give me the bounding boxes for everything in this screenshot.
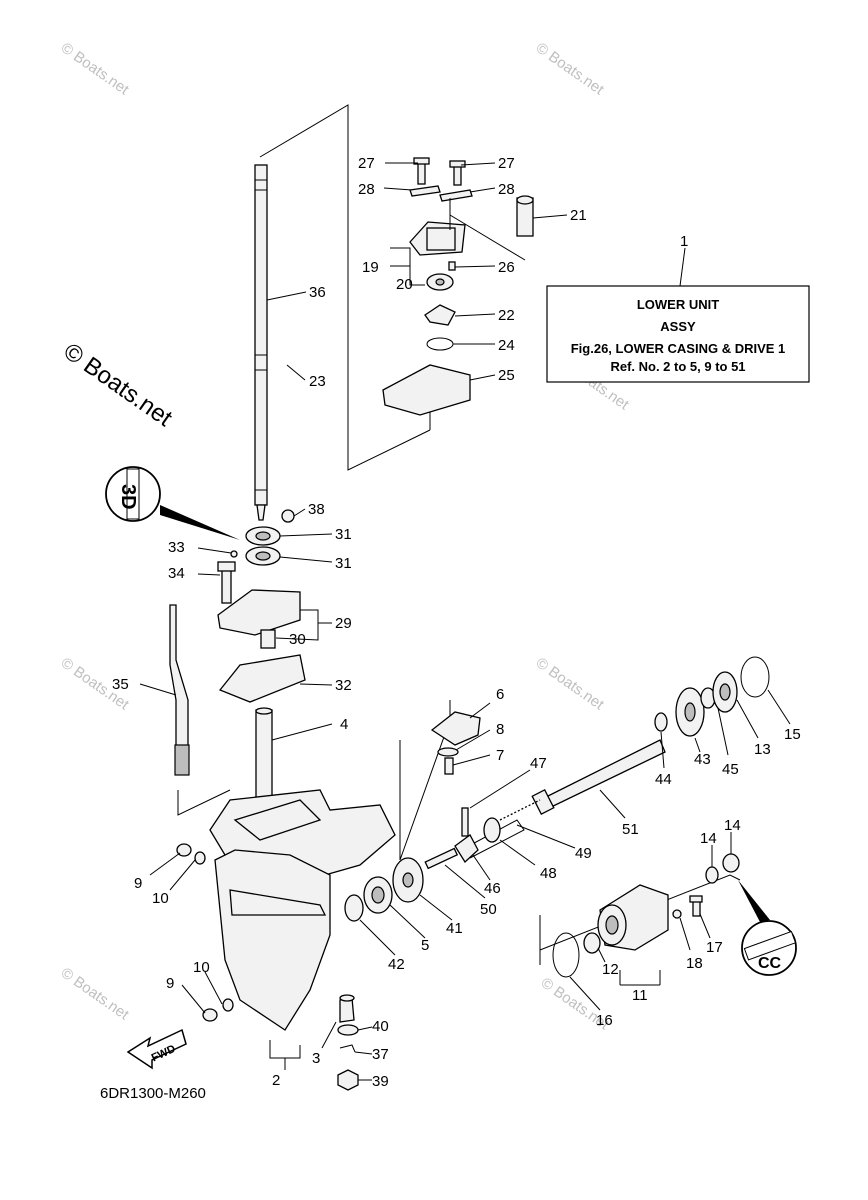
part-label-41: 41 <box>446 920 463 937</box>
part-label-17: 17 <box>706 939 723 956</box>
lower-small-parts <box>176 843 359 1091</box>
part-label-44: 44 <box>655 771 672 788</box>
watermark-6: © Boats.net <box>58 964 133 1023</box>
part-label-7: 7 <box>496 747 504 764</box>
watermark-1: © Boats.net <box>58 39 133 98</box>
part-label-24: 24 <box>498 337 515 354</box>
part-label-35: 35 <box>112 676 129 693</box>
part-label-15: 15 <box>784 726 801 743</box>
part-label-29: 29 <box>335 615 352 632</box>
part-label-47: 47 <box>530 755 547 772</box>
water-pump-parts <box>382 157 534 416</box>
part-label-27a: 27 <box>358 155 375 172</box>
watermark-large: © Boats.net <box>59 338 178 432</box>
callout-b-text: CC <box>758 955 782 972</box>
lower-casing <box>209 789 396 1031</box>
part-label-32: 32 <box>335 677 352 694</box>
part-label-39: 39 <box>372 1073 389 1090</box>
part-label-48: 48 <box>540 865 557 882</box>
part-label-51: 51 <box>622 821 639 838</box>
part-label-42: 42 <box>388 956 405 973</box>
fwd-arrow: FWD <box>126 1028 187 1070</box>
part-label-30: 30 <box>289 631 306 648</box>
part-label-14a: 14 <box>700 830 717 847</box>
part-label-13: 13 <box>754 741 771 758</box>
part-label-28a: 28 <box>358 181 375 198</box>
part-label-19: 19 <box>362 259 379 276</box>
callout-a-text: 3D <box>117 484 139 510</box>
part-label-11: 11 <box>632 987 648 1004</box>
assy-box-line4: Ref. No. 2 to 5, 9 to 51 <box>610 359 745 374</box>
part-label-46: 46 <box>484 880 501 897</box>
leader-lines <box>139 162 791 1081</box>
part-label-25: 25 <box>498 367 515 384</box>
part-label-50: 50 <box>480 901 497 918</box>
part-label-3: 3 <box>312 1050 320 1067</box>
part-label-18: 18 <box>686 955 703 972</box>
part-label-38: 38 <box>308 501 325 518</box>
part-label-34: 34 <box>168 565 185 582</box>
pump-group-frame <box>259 104 431 471</box>
part-label-22: 22 <box>498 307 515 324</box>
part-label-10b: 10 <box>193 959 210 976</box>
part-label-33: 33 <box>168 539 185 556</box>
assy-info-box: 1 LOWER UNIT ASSY Fig.26, LOWER CASING &… <box>546 233 810 383</box>
part-label-40: 40 <box>372 1018 389 1035</box>
part-label-27b: 27 <box>498 155 515 172</box>
part-label-36: 36 <box>309 284 326 301</box>
prop-housing-group <box>539 853 741 986</box>
drive-shaft <box>254 164 268 521</box>
part-label-14b: 14 <box>724 817 741 834</box>
prop-shaft-group <box>344 656 770 922</box>
part-label-16: 16 <box>596 1012 613 1029</box>
part-label-43: 43 <box>694 751 711 768</box>
upper-bearing-parts <box>169 509 306 799</box>
part-label-6: 6 <box>496 686 504 703</box>
part-label-20: 20 <box>396 276 413 293</box>
part-label-49: 49 <box>575 845 592 862</box>
part-labels: 27 27 28 28 21 19 26 20 22 24 25 36 23 3… <box>112 155 801 1090</box>
assy-box-number: 1 <box>680 233 688 250</box>
detail-callouts: 3D CC <box>105 466 797 976</box>
diagram-code: 6DR1300-M260 <box>100 1085 206 1102</box>
part-label-5: 5 <box>421 937 429 954</box>
assy-box-line2: ASSY <box>660 319 696 334</box>
part-label-8: 8 <box>496 721 504 738</box>
part-label-10a: 10 <box>152 890 169 907</box>
part-label-31b: 31 <box>335 555 352 572</box>
part-label-21: 21 <box>570 207 587 224</box>
part-label-26: 26 <box>498 259 515 276</box>
part-label-23: 23 <box>309 373 326 390</box>
part-label-28b: 28 <box>498 181 515 198</box>
part-label-31a: 31 <box>335 526 352 543</box>
part-label-37: 37 <box>372 1046 389 1063</box>
casing-frame-lines <box>177 700 451 861</box>
part-label-45: 45 <box>722 761 739 778</box>
part-label-12: 12 <box>602 961 619 978</box>
part-label-9b: 9 <box>166 975 174 992</box>
assy-box-line3: Fig.26, LOWER CASING & DRIVE 1 <box>571 341 786 356</box>
part-label-4: 4 <box>340 716 348 733</box>
watermark-2: © Boats.net <box>533 39 608 98</box>
part-label-2: 2 <box>272 1072 280 1089</box>
assy-box-line1: LOWER UNIT <box>637 297 719 312</box>
part-label-9a: 9 <box>134 875 142 892</box>
watermark-5: © Boats.net <box>533 654 608 713</box>
